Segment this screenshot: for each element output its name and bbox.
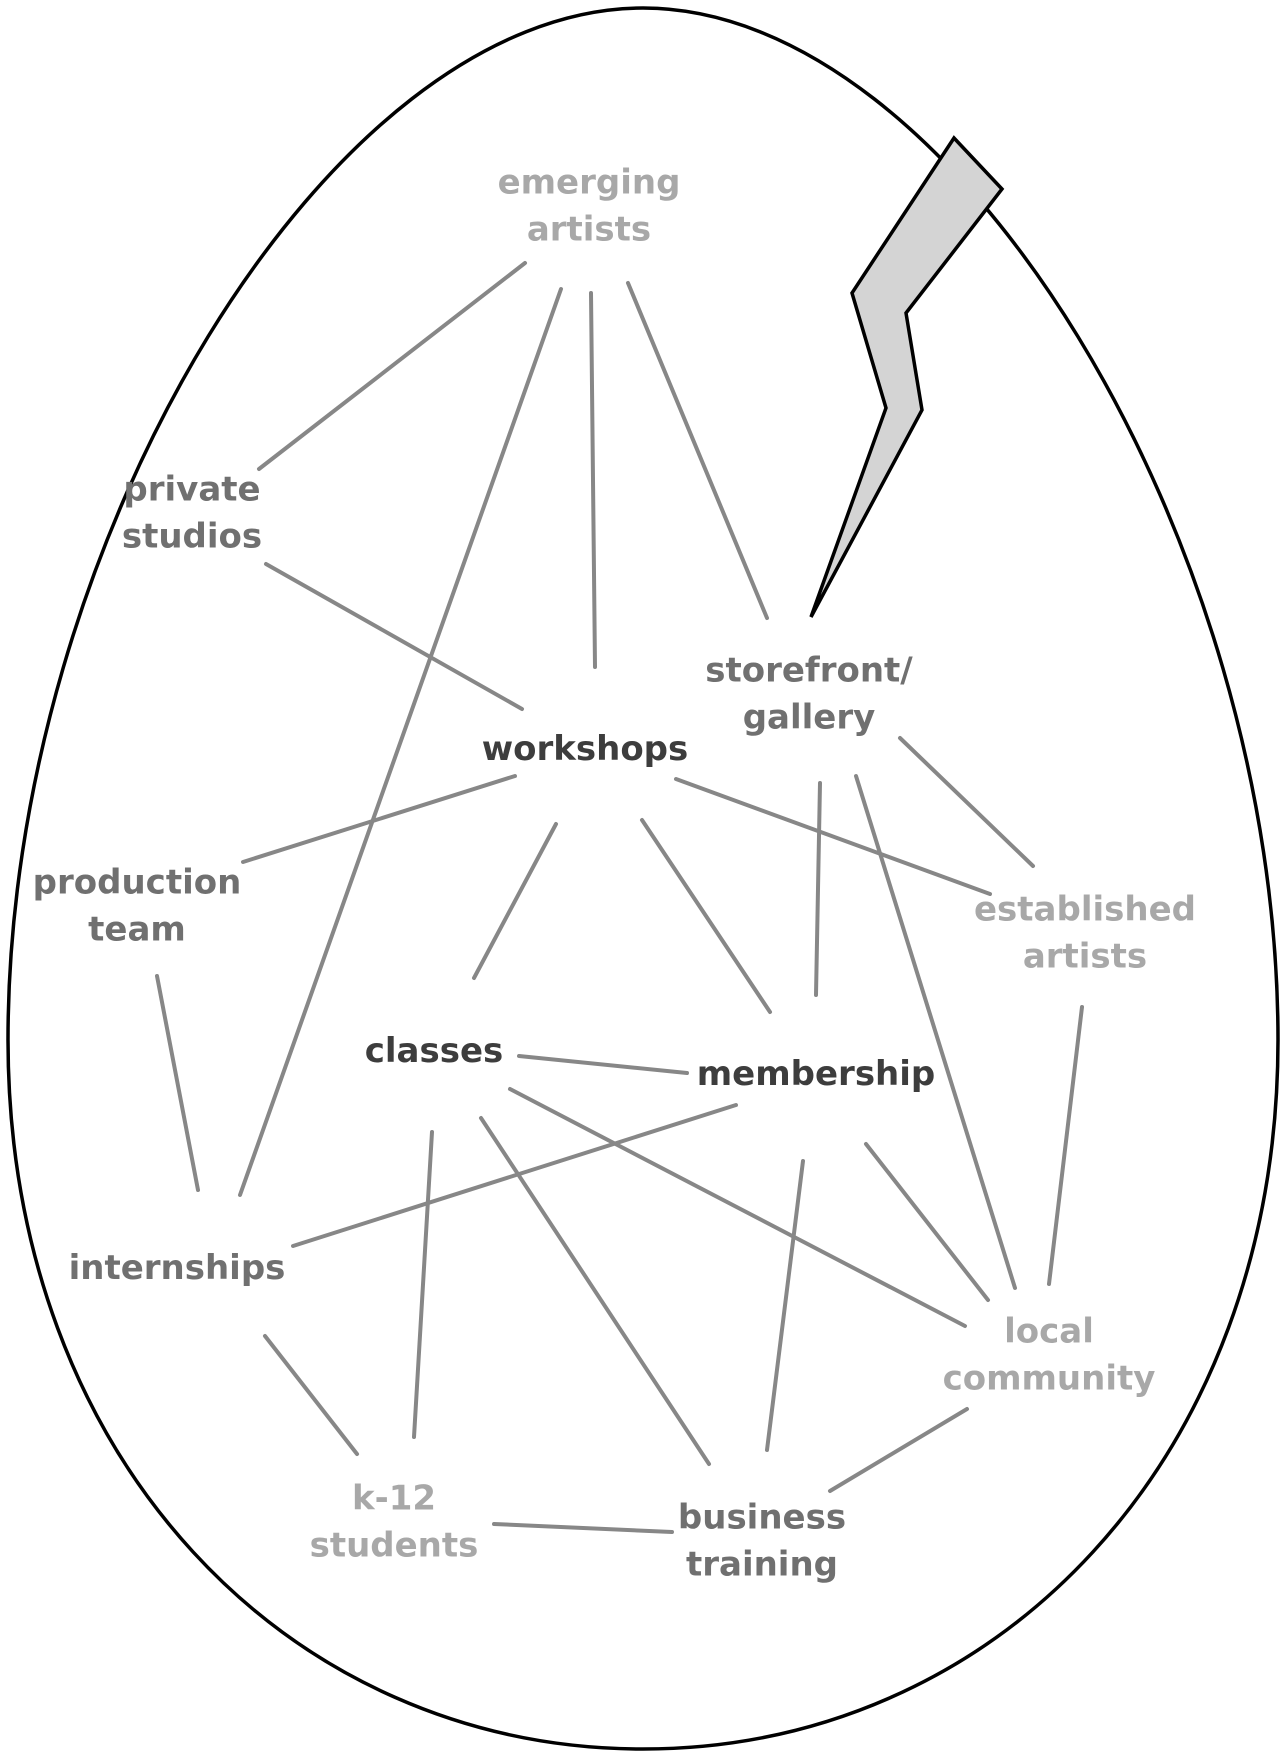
node-label-line: internships bbox=[69, 1248, 286, 1288]
edge-layer bbox=[155, 261, 1084, 1534]
node-label-line: community bbox=[943, 1359, 1156, 1399]
node-label-line: established bbox=[974, 890, 1196, 930]
edge-established-artists-to-local-community bbox=[1047, 1005, 1084, 1286]
edge-workshops-to-membership bbox=[640, 818, 772, 1014]
edge-private-studios-to-workshops bbox=[264, 562, 524, 711]
edge-emerging-artists-to-internships bbox=[238, 287, 563, 1197]
node-label-line: membership bbox=[697, 1054, 936, 1094]
edge-workshops-to-established-artists bbox=[674, 777, 992, 896]
node-established-artists: established artists bbox=[974, 890, 1196, 977]
edge-workshops-to-classes bbox=[472, 822, 558, 980]
edge-storefront-gallery-to-local-community bbox=[854, 774, 1017, 1290]
node-label-line: private bbox=[123, 470, 260, 510]
node-label-line: emerging bbox=[498, 163, 681, 203]
node-label-line: students bbox=[310, 1526, 479, 1566]
node-internships: internships bbox=[69, 1248, 286, 1288]
edge-membership-to-local-community bbox=[864, 1142, 990, 1302]
node-workshops: workshops bbox=[482, 729, 689, 769]
node-label-line: studios bbox=[122, 517, 262, 557]
node-label-line: classes bbox=[365, 1031, 504, 1071]
edge-membership-to-internships bbox=[291, 1103, 738, 1248]
node-emerging-artists: emerging artists bbox=[498, 163, 681, 250]
node-business-training: business training bbox=[678, 1498, 846, 1585]
egg-outline bbox=[6, 6, 1280, 1751]
node-storefront-gallery: storefront/gallery bbox=[705, 651, 913, 738]
node-label-line: artists bbox=[1023, 937, 1147, 977]
edge-production-team-to-internships bbox=[155, 974, 200, 1192]
node-label-line: workshops bbox=[482, 729, 689, 769]
node-k12-students: k-12 students bbox=[310, 1479, 479, 1566]
edge-local-community-to-business-training bbox=[828, 1407, 969, 1493]
edge-emerging-artists-to-storefront-gallery bbox=[626, 281, 769, 620]
node-label-line: team bbox=[88, 910, 186, 950]
edge-emerging-artists-to-workshops bbox=[589, 291, 597, 669]
edge-classes-to-local-community bbox=[508, 1087, 967, 1328]
node-membership: membership bbox=[697, 1054, 936, 1094]
node-label-line: training bbox=[686, 1545, 838, 1585]
edge-workshops-to-production-team bbox=[241, 774, 517, 864]
label-layer: emerging artists private studios storefront/… bbox=[33, 163, 1196, 1585]
node-label-line: artists bbox=[527, 210, 651, 250]
edge-classes-to-membership bbox=[517, 1054, 689, 1075]
node-label-line: gallery bbox=[743, 698, 876, 738]
edge-k12-students-to-business-training bbox=[492, 1522, 674, 1534]
node-label-line: production bbox=[33, 863, 242, 903]
node-classes: classes bbox=[365, 1031, 504, 1071]
node-label-line: k-12 bbox=[352, 1479, 436, 1519]
edge-membership-to-business-training bbox=[765, 1159, 805, 1452]
edge-storefront-gallery-to-membership bbox=[814, 781, 822, 997]
node-private-studios: private studios bbox=[122, 470, 262, 557]
edge-classes-to-business-training bbox=[479, 1116, 711, 1466]
node-label-line: local bbox=[1004, 1312, 1094, 1352]
egg-crack bbox=[809, 135, 1005, 618]
node-production-team: production team bbox=[33, 863, 242, 950]
node-local-community: local community bbox=[943, 1312, 1156, 1399]
edge-emerging-artists-to-private-studios bbox=[257, 261, 527, 471]
edge-storefront-gallery-to-established-artists bbox=[898, 736, 1035, 868]
edge-classes-to-k12-students bbox=[412, 1130, 434, 1439]
node-label-line: business bbox=[678, 1498, 846, 1538]
node-label-line: storefront/ bbox=[705, 651, 913, 691]
edge-internships-to-k12-students bbox=[263, 1334, 359, 1456]
